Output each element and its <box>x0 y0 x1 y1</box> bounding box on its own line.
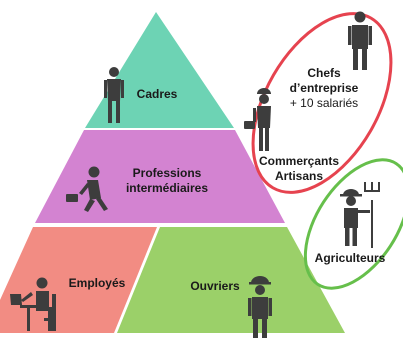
label-ouvriers: Ouvriers <box>190 279 240 293</box>
walking-worker-icon <box>66 166 108 212</box>
businesswoman-icon <box>104 67 124 123</box>
label-commercants-line1: Commerçants <box>258 154 340 168</box>
label-chefs-line3: + 10 salariés <box>289 96 359 110</box>
label-chefs-line2: d’entreprise <box>289 81 359 95</box>
label-commercants-artisans: Commerçants Artisans <box>249 154 349 184</box>
label-chefs-line1: Chefs <box>307 66 341 80</box>
label-professions-line2: intermédiaires <box>125 181 209 195</box>
commercant-icon <box>244 88 271 151</box>
office-worker-icon <box>10 277 56 331</box>
label-professions-intermediaires: Professions intermédiaires <box>112 166 222 196</box>
green-ellipse <box>303 158 403 290</box>
label-cadres: Cadres <box>136 87 178 101</box>
label-agriculteurs: Agriculteurs <box>314 251 386 265</box>
label-commercants-line2: Artisans <box>274 169 324 183</box>
label-professions-line1: Professions <box>132 166 202 180</box>
label-employes: Employés <box>68 276 126 290</box>
pyramid-top-band <box>85 12 234 128</box>
label-chefs-entreprise: Chefs d’entreprise + 10 salariés <box>274 66 374 111</box>
pyramid-bottom-right-band <box>117 227 345 333</box>
construction-worker-icon <box>248 276 272 338</box>
businessman-icon <box>348 11 372 70</box>
farmer-icon <box>340 182 380 248</box>
red-ellipse <box>251 12 393 194</box>
